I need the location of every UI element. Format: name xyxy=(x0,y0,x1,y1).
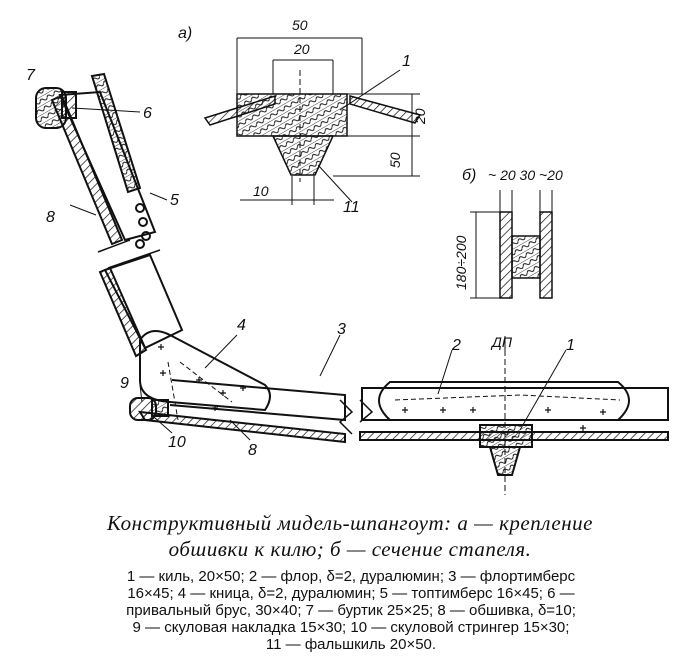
detail-a-keel xyxy=(236,93,348,137)
label-sub-a: а) xyxy=(178,25,192,42)
callout-9: 9 xyxy=(120,375,129,392)
frame-drawing: а) 50 20 20 50 10 б) ~ 20 30 ~20 180÷200… xyxy=(26,17,669,495)
callout-11: 11 xyxy=(343,199,360,216)
detail-b xyxy=(470,190,553,299)
caption-title-line-2: обшивки к килю; б — сечение стапеля. xyxy=(168,537,532,561)
floor-plate-2 xyxy=(378,381,630,421)
planking-lower-side xyxy=(98,266,148,358)
callout-8: 8 xyxy=(46,209,55,226)
callout-3: 3 xyxy=(337,321,346,338)
detail-b-core xyxy=(511,235,541,279)
dim-10: 10 xyxy=(253,183,269,199)
break-mark-upper xyxy=(97,239,161,269)
dim-20-top: 20 xyxy=(293,41,310,57)
dim-b-widths: ~ 20 30 ~20 xyxy=(488,167,563,183)
figure-legend: 1 — киль, 20×50; 2 — флор, δ=2, дуралюми… xyxy=(10,568,692,653)
keel-1 xyxy=(479,424,533,448)
dim-50-right: 50 xyxy=(387,152,403,168)
callout-1-a: 1 xyxy=(402,53,411,70)
figure-caption-title: Конструктивный мидель-шпангоут: а — креп… xyxy=(0,510,700,562)
callout-2: 2 xyxy=(451,337,461,354)
legend-line-3: привальный брус, 30×40; 7 — буртик 25×25… xyxy=(126,602,576,619)
bolt-1 xyxy=(135,203,145,213)
bolt-3 xyxy=(141,231,151,241)
detail-a-false-keel xyxy=(271,135,335,176)
hidden-edges xyxy=(167,361,621,421)
dim-b-height: 180÷200 xyxy=(453,235,469,290)
gusset-4 xyxy=(139,330,271,412)
inner-plank-band xyxy=(90,72,142,194)
floor-timber-right xyxy=(361,387,669,421)
callout-7: 7 xyxy=(26,67,36,84)
callout-6: 6 xyxy=(143,105,152,122)
legend-line-5: 11 — фальшкиль 20×50. xyxy=(265,636,437,653)
caption-title-line-1: Конструктивный мидель-шпангоут: а — креп… xyxy=(107,511,593,535)
label-sub-b: б) xyxy=(462,167,476,184)
dim-20-right: 20 xyxy=(412,108,428,125)
break-mark-bottom-2 xyxy=(359,399,374,423)
legend-line-4: 9 — скуловая накладка 15×30; 10 — скулов… xyxy=(132,619,570,636)
detail-a xyxy=(203,37,422,205)
legend-line-1: 1 — киль, 20×50; 2 — флор, δ=2, дуралюми… xyxy=(126,568,576,585)
detail-a-plank-right xyxy=(349,95,422,124)
callout-8-bottom: 8 xyxy=(248,442,257,459)
detail-b-left-board xyxy=(499,211,513,299)
toptimber-upper xyxy=(58,90,157,242)
break-mark-bottom xyxy=(338,399,354,435)
callout-10: 10 xyxy=(168,434,186,451)
midship-frame xyxy=(35,72,669,495)
callout-1: 1 xyxy=(566,337,575,354)
detail-b-right-board xyxy=(539,211,553,299)
floor-timber-3 xyxy=(169,379,346,422)
label-dp: ДП xyxy=(490,334,513,350)
callout-4: 4 xyxy=(237,317,246,334)
bolt-2 xyxy=(138,217,148,227)
legend-line-2: 16×45; 4 — кница, δ=2, дуралюмин; 5 — то… xyxy=(127,585,575,602)
sheer-clamp-6 xyxy=(61,91,77,119)
dim-50-top: 50 xyxy=(292,17,308,33)
leaders xyxy=(69,107,567,441)
callout-5: 5 xyxy=(170,192,179,209)
bolt-4 xyxy=(135,239,145,249)
chine-stringer-10 xyxy=(151,399,169,417)
rivets xyxy=(158,344,606,431)
